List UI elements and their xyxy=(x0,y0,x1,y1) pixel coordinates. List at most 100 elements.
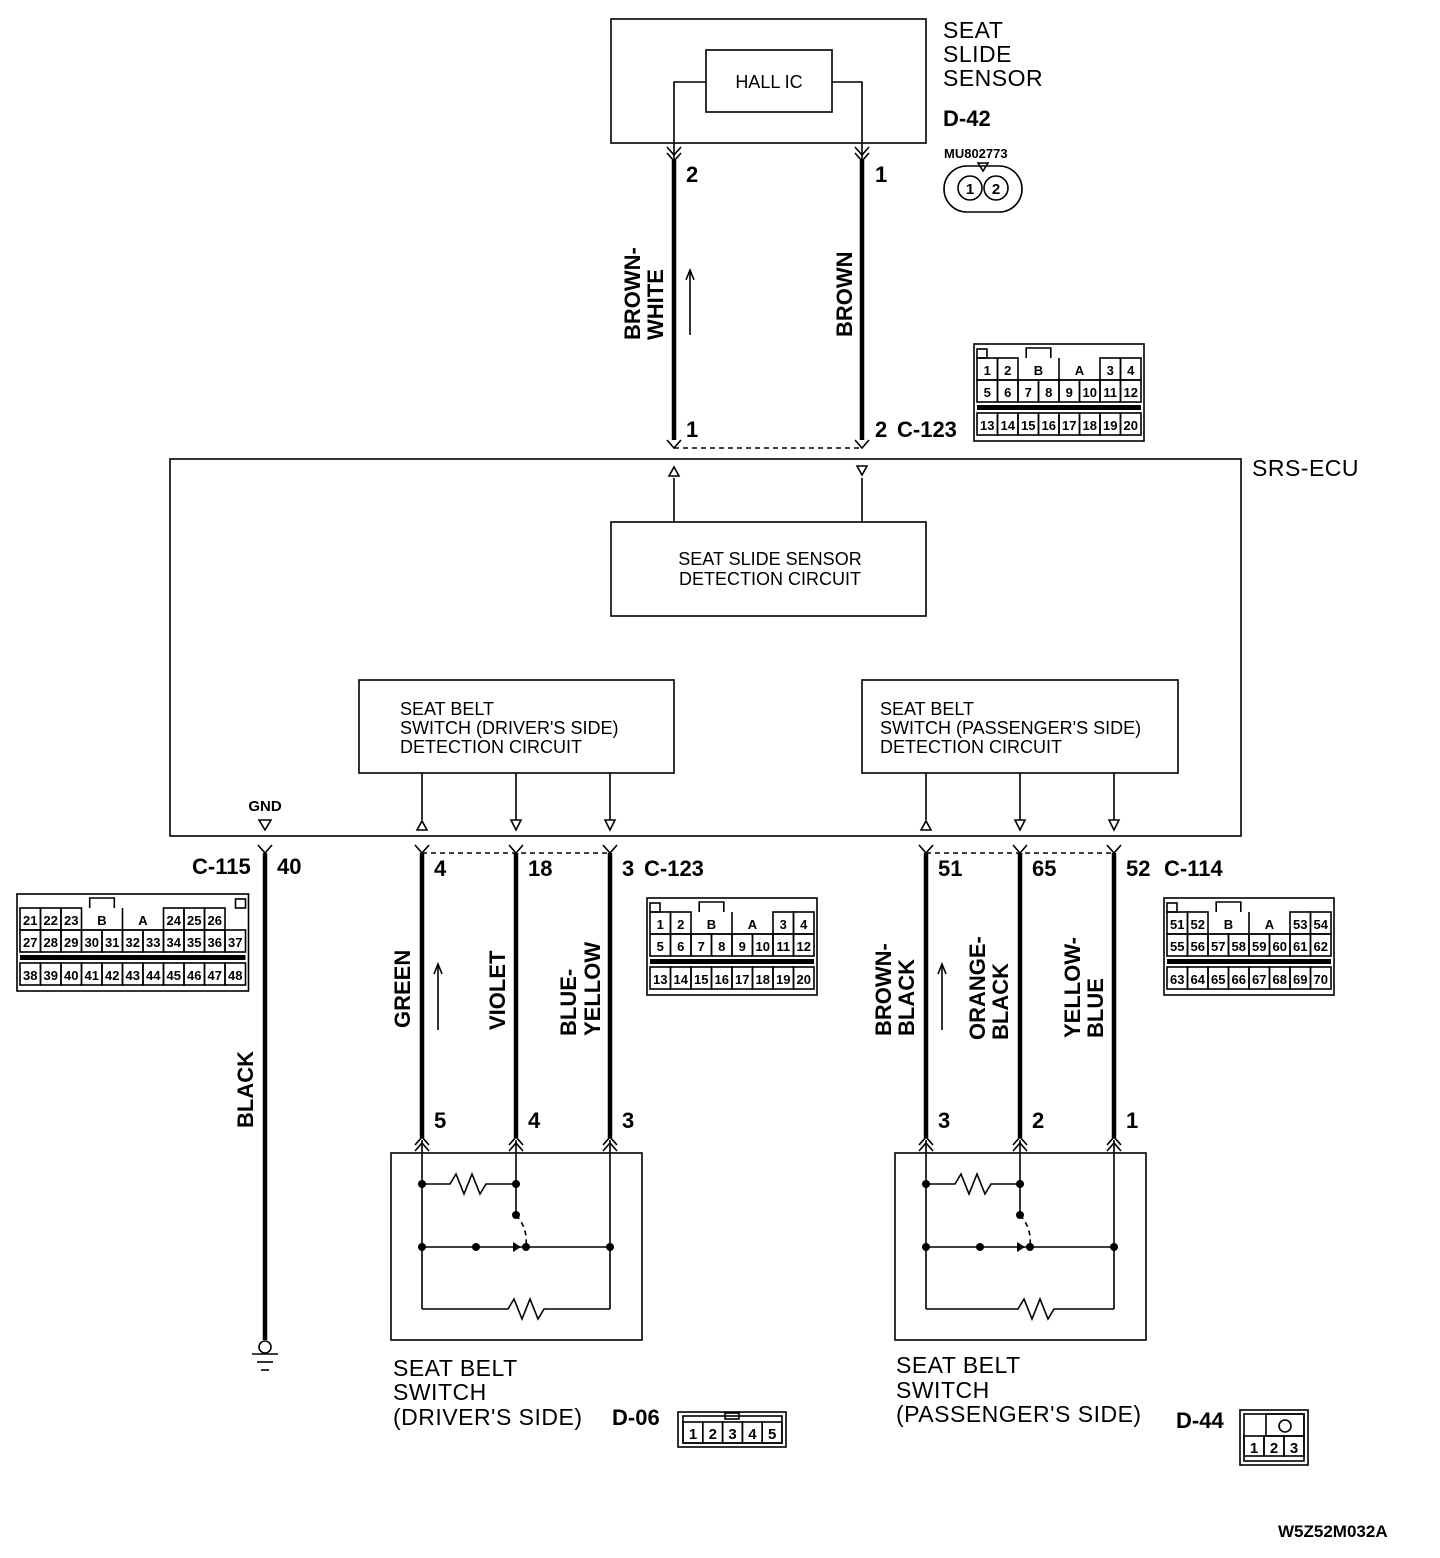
srs-ecu-box xyxy=(169,458,1242,837)
sensor-part-number: MU802773 xyxy=(944,146,1008,161)
c123-mid-cavity-6: 6 xyxy=(677,939,684,954)
c114-cavity-68: 68 xyxy=(1273,972,1287,987)
driver-connector-id: C-123 xyxy=(644,856,704,881)
c123-top-cavity-14: 14 xyxy=(1001,418,1016,433)
c123-mid-cavity-7: 7 xyxy=(698,939,705,954)
c115-cavity-38: 38 xyxy=(23,968,37,983)
wire-label-brown-black-1: BROWN- xyxy=(871,943,896,1036)
ecu-pin-1: 1 xyxy=(686,417,698,442)
driver-resistor-1-icon xyxy=(422,1171,516,1197)
c114-cavity-67: 67 xyxy=(1252,972,1266,987)
c114-cavity-51: 51 xyxy=(1170,917,1184,932)
c114-cavity-56: 56 xyxy=(1191,939,1205,954)
c115-cavity-A: A xyxy=(138,913,148,928)
c115-cavity-40: 40 xyxy=(64,968,78,983)
c123-top-cavity-12: 12 xyxy=(1124,385,1138,400)
c114-cavity-57: 57 xyxy=(1211,939,1225,954)
c123-mid-cavity-5: 5 xyxy=(657,939,664,954)
passenger-seat-belt-switch xyxy=(894,1140,1147,1341)
c114-cavity-70: 70 xyxy=(1314,972,1328,987)
c114-cavity-63: 63 xyxy=(1170,972,1184,987)
wire-label-brown-white-1: BROWN- xyxy=(620,247,645,340)
driver-switch-title-2: SWITCH xyxy=(393,1379,487,1405)
driver-circuit-line2: SWITCH (DRIVER'S SIDE) xyxy=(400,718,618,738)
gnd-label: GND xyxy=(248,798,282,815)
sensor-title-line1: SEAT xyxy=(943,17,1003,43)
driver-switch-connector-id: D-06 xyxy=(612,1405,660,1430)
c123-mid-cavity-19: 19 xyxy=(776,972,790,987)
c115-cavity-35: 35 xyxy=(187,935,201,950)
driver-ecu-pin-violet: 18 xyxy=(528,856,552,881)
passenger-ecu-terminals xyxy=(918,844,1122,855)
passenger-connector-id: C-114 xyxy=(1164,856,1223,881)
c123-top-cavity-A: A xyxy=(1075,363,1085,378)
c115-cavity-31: 31 xyxy=(105,935,119,950)
passenger-circuit-line2: SWITCH (PASSENGER'S SIDE) xyxy=(880,718,1141,738)
sensor-housing xyxy=(610,18,927,144)
c114-cavity-59: 59 xyxy=(1252,939,1266,954)
c114-cavity-A: A xyxy=(1265,917,1275,932)
c123-top-cavity-7: 7 xyxy=(1025,385,1032,400)
passenger-switch-pin-2: 2 xyxy=(1032,1108,1044,1133)
c115-cavity-47: 47 xyxy=(208,968,222,983)
sensor-pin-2: 2 xyxy=(686,162,698,187)
ecu-pin-2: 2 xyxy=(875,417,887,442)
c115-cavity-43: 43 xyxy=(126,968,140,983)
sensor-connector-id: D-42 xyxy=(943,106,991,131)
c115-cavity-34: 34 xyxy=(167,935,182,950)
wire-label-black: BLACK xyxy=(233,1051,258,1128)
ground-connector-id: C-115 xyxy=(192,854,251,879)
c115-cavity-28: 28 xyxy=(44,935,58,950)
c115-cavity-45: 45 xyxy=(167,968,181,983)
d06-pin-1: 1 xyxy=(689,1426,697,1443)
sensor-title-line2: SLIDE xyxy=(943,41,1012,67)
c123-top-cavity-B: B xyxy=(1034,363,1043,378)
ground-icon xyxy=(252,1340,278,1371)
slide-circuit-line2: DETECTION CIRCUIT xyxy=(679,569,861,589)
driver-switch-pin-3: 3 xyxy=(622,1108,634,1133)
c115-cavity-42: 42 xyxy=(105,968,119,983)
srs-ecu-label: SRS-ECU xyxy=(1252,455,1359,481)
c115-cavity-32: 32 xyxy=(126,935,140,950)
ground-pin: 40 xyxy=(277,854,301,879)
c114-cavity-61: 61 xyxy=(1293,939,1307,954)
passenger-switch-pin-3: 3 xyxy=(938,1108,950,1133)
c123-mid-cavity-13: 13 xyxy=(653,972,667,987)
ground-terminal xyxy=(257,844,273,855)
passenger-resistor-1-icon xyxy=(926,1171,1020,1197)
c115-cavity-24: 24 xyxy=(167,913,182,928)
driver-ecu-pin-blue-yellow: 3 xyxy=(622,856,634,881)
c123-top-cavity-11: 11 xyxy=(1103,385,1117,400)
wire-label-brown-white-2: WHITE xyxy=(643,269,668,340)
passenger-ecu-pin-brown-black: 51 xyxy=(938,856,962,881)
d42-pin-1: 1 xyxy=(966,181,974,198)
signal-arrow-up xyxy=(685,267,695,335)
c115-cavity-30: 30 xyxy=(85,935,99,950)
c115-cavity-41: 41 xyxy=(85,968,99,983)
passenger-ecu-pin-orange-black: 65 xyxy=(1032,856,1056,881)
driver-switch-pin-4: 4 xyxy=(528,1108,541,1133)
c123-mid-cavity-20: 20 xyxy=(797,972,811,987)
gnd-arrow-icon xyxy=(257,819,273,832)
c123-top-cavity-19: 19 xyxy=(1103,418,1117,433)
c123-mid-cavity-16: 16 xyxy=(715,972,729,987)
c123-top-cavity-8: 8 xyxy=(1045,385,1052,400)
seat-slide-sensor: HALL IC xyxy=(610,18,927,160)
c115-cavity-36: 36 xyxy=(208,935,222,950)
c123-top-cavity-4: 4 xyxy=(1127,363,1135,378)
c123-mid-cavity-17: 17 xyxy=(735,972,749,987)
d06-pin-4: 4 xyxy=(748,1426,757,1443)
d42-pin-2: 2 xyxy=(992,181,1000,198)
wire-label-blue-yellow-2: YELLOW xyxy=(580,942,605,1036)
driver-signal-arrow-up xyxy=(433,961,443,1030)
passenger-switch-pin-1: 1 xyxy=(1126,1108,1138,1133)
c123-top-cavity-13: 13 xyxy=(980,418,994,433)
c115-cavity-46: 46 xyxy=(187,968,201,983)
driver-ecu-terminals xyxy=(414,844,618,855)
driver-circuit-line1: SEAT BELT xyxy=(400,699,494,719)
c114-cavity-64: 64 xyxy=(1191,972,1206,987)
hall-ic-box xyxy=(705,49,833,113)
